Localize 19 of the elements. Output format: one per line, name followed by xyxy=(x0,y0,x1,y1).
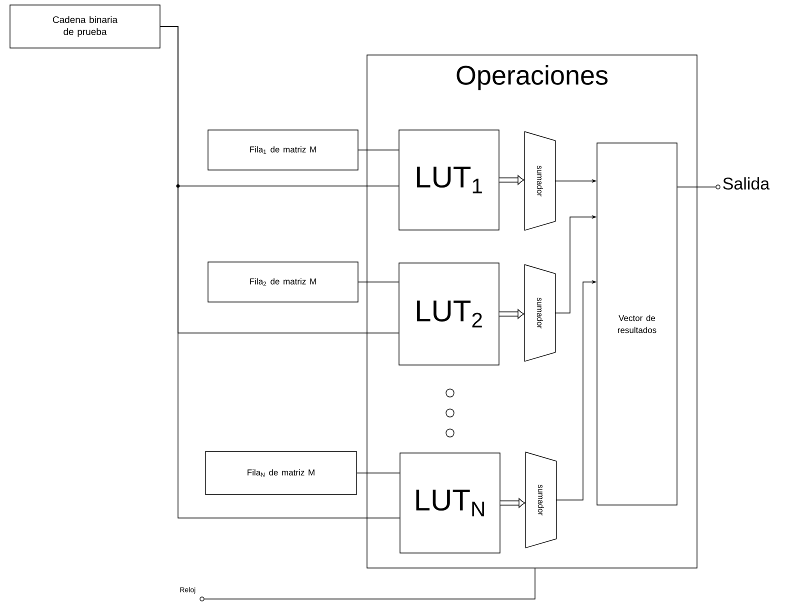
input-box: Fila$_{1}$ de matriz M xyxy=(208,130,358,170)
connector-line xyxy=(677,186,716,188)
lut-box: LUT$_{2}$ xyxy=(398,262,500,366)
output-label: Salida xyxy=(716,177,770,190)
lut-box: LUT$_{1}$ xyxy=(398,130,500,230)
lut-box: LUT$_{N}$ xyxy=(400,452,500,554)
connector-line xyxy=(204,568,536,600)
adder-trapezoid: sumador xyxy=(524,264,556,362)
adder-trapezoid: sumador xyxy=(524,131,556,231)
results-vector-box: Vector de resultados xyxy=(596,142,678,506)
wide-arrow xyxy=(499,175,524,185)
adder-trapezoid: sumador xyxy=(525,452,557,548)
input-box: Cadena binaria de prueba xyxy=(10,4,160,48)
connector-line xyxy=(160,26,400,518)
wide-arrow xyxy=(500,498,526,508)
input-box: Fila$_{N}$ de matriz M xyxy=(205,451,357,495)
input-box: Fila$_{2}$ de matriz M xyxy=(208,262,358,302)
wide-arrow xyxy=(499,309,524,319)
connector-line xyxy=(356,472,400,474)
